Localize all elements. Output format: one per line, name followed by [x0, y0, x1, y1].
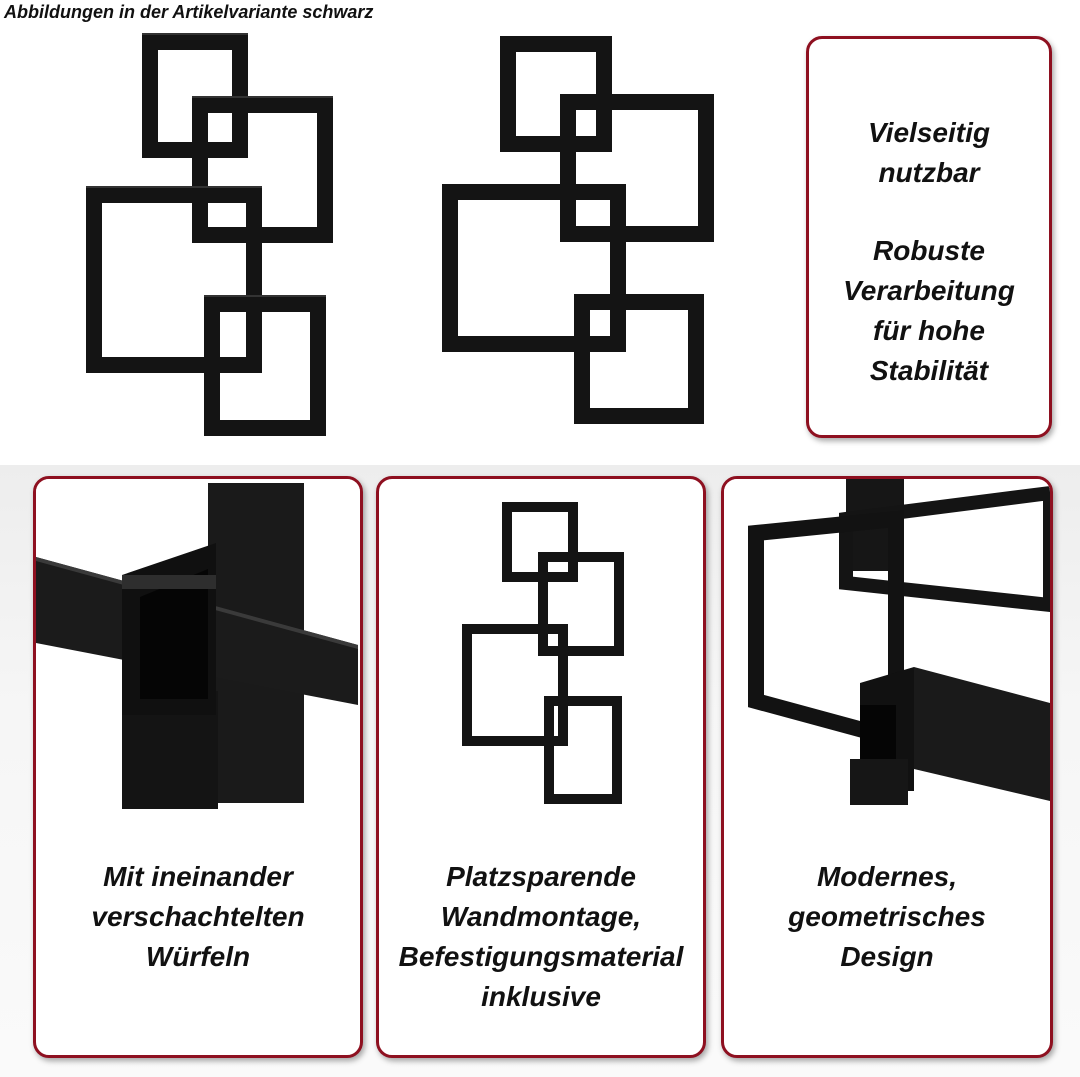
text-line: Befestigungsmaterial — [398, 941, 684, 972]
text-line: verschachtelten — [91, 901, 305, 932]
feature-card-wall-mount: Platzsparende Wandmontage, Befestigungsm… — [376, 476, 706, 1058]
text-line: nutzbar — [878, 157, 980, 188]
shelf-set-angled-photo — [80, 30, 340, 440]
text-line: Mit ineinander — [103, 861, 293, 892]
feature-text-versatile: Vielseitig nutzbar — [809, 113, 1049, 193]
text-line: Stabilität — [869, 355, 989, 386]
text-line: inklusive — [481, 981, 601, 1012]
feature-text-wall-mount: Platzsparende Wandmontage, Befestigungsm… — [379, 857, 703, 1017]
shelf-set-front-photo — [436, 30, 716, 430]
text-line: Platzsparende — [446, 861, 636, 892]
text-line: Robuste — [873, 235, 985, 266]
feature-card-design: Modernes, geometrisches Design — [721, 476, 1053, 1058]
feature-text-robust: Robuste Verarbeitung für hohe Stabilität — [809, 231, 1049, 391]
variant-caption: Abbildungen in der Artikelvariante schwa… — [4, 2, 374, 22]
wall-mounted-photo — [439, 495, 649, 815]
text-line: Modernes, — [816, 861, 958, 892]
text-line: für hohe — [873, 315, 985, 346]
text-line: Wandmontage, — [440, 901, 642, 932]
text-line: Verarbeitung — [843, 275, 1015, 306]
text-line: Würfeln — [145, 941, 251, 972]
feature-text-nested-cubes: Mit ineinander verschachtelten Würfeln — [36, 857, 360, 977]
design-detail-photo — [724, 479, 1050, 809]
joint-closeup-photo — [36, 479, 360, 809]
upper-section: Abbildungen in der Artikelvariante schwa… — [0, 0, 1080, 465]
text-line: Vielseitig — [868, 117, 990, 148]
text-line: geometrisches — [788, 901, 986, 932]
feature-card-nested-cubes: Mit ineinander verschachtelten Würfeln — [33, 476, 363, 1058]
feature-card-versatile: Vielseitig nutzbar Robuste Verarbeitung … — [806, 36, 1052, 438]
text-line: Design — [840, 941, 934, 972]
feature-text-design: Modernes, geometrisches Design — [724, 857, 1050, 977]
